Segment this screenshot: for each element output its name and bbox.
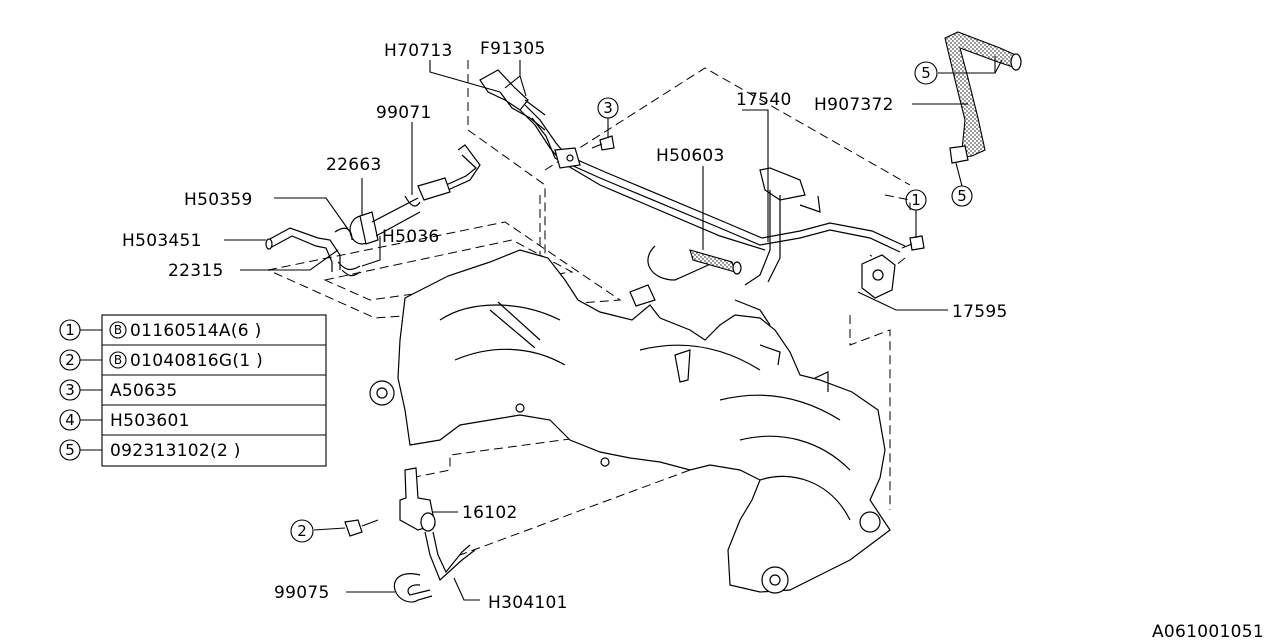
legend-row-2-part: 01040816G(1 )	[130, 351, 263, 371]
legend-row-1-number: 1	[65, 321, 75, 339]
callouts: 3 5 5 1 2	[290, 61, 973, 543]
hose-h50603	[689, 249, 742, 275]
legend-row-5: 5 092313102(2 )	[59, 439, 241, 461]
callout-3: 3	[597, 97, 619, 119]
legend-row-3-part: A50635	[110, 381, 178, 401]
hose-h907372	[944, 31, 1022, 164]
callout-5-top: 5	[914, 61, 938, 85]
legend-row-3-number: 3	[65, 381, 75, 399]
label-99071: 99071	[376, 103, 432, 123]
legend-row-1: 1 B 01160514A(6 )	[59, 319, 262, 341]
label-22663: 22663	[326, 155, 382, 175]
callout-1: 1	[905, 189, 927, 211]
pipe-assembly-17540	[519, 104, 906, 299]
part-labels: H70713 F91305 99071 22663 H50359 H503451…	[122, 39, 1008, 613]
legend-row-3: 3 A50635	[59, 379, 178, 401]
legend-row-2-symbol: B	[114, 353, 122, 367]
svg-text:1: 1	[911, 191, 921, 209]
label-h5036: H5036	[382, 227, 440, 247]
solenoid-16102	[344, 467, 476, 582]
label-h503451: H503451	[122, 231, 202, 251]
label-22315: 22315	[168, 261, 224, 281]
legend-row-4-number: 4	[65, 411, 75, 429]
legend-row-5-number: 5	[65, 441, 75, 459]
label-f91305: F91305	[480, 39, 546, 59]
svg-text:2: 2	[297, 522, 307, 540]
label-h304101: H304101	[488, 593, 568, 613]
bolts	[591, 135, 925, 251]
legend-row-2-number: 2	[65, 351, 75, 369]
legend-row-5-part: 092313102(2 )	[110, 441, 241, 461]
svg-text:5: 5	[957, 187, 967, 205]
intake-manifold	[369, 245, 891, 594]
leader-lines	[224, 56, 1003, 601]
legend-row-1-symbol: B	[114, 323, 122, 337]
label-h50359: H50359	[184, 190, 253, 210]
label-17540: 17540	[736, 90, 792, 110]
svg-text:3: 3	[603, 99, 613, 117]
legend-row-4-part: H503601	[110, 411, 190, 431]
legend-row-1-part: 01160514A(6 )	[130, 321, 262, 341]
upper-left-hoses	[265, 69, 546, 277]
label-h70713: H70713	[384, 41, 453, 61]
label-h50603: H50603	[656, 146, 725, 166]
label-h907372: H907372	[814, 95, 894, 115]
legend-table: 1 B 01160514A(6 ) 2 B 01040816G(1 ) 3 A5…	[59, 314, 327, 467]
label-16102: 16102	[462, 503, 518, 523]
label-99075: 99075	[274, 583, 330, 603]
callout-5-lower: 5	[951, 185, 973, 207]
svg-text:5: 5	[921, 64, 931, 82]
legend-row-2: 2 B 01040816G(1 )	[59, 349, 263, 371]
hose-99075	[393, 573, 433, 603]
label-17595: 17595	[952, 302, 1008, 322]
figure-code: A061001051	[1152, 622, 1264, 640]
legend-row-4: 4 H503601	[59, 409, 190, 431]
callout-2: 2	[290, 519, 314, 543]
